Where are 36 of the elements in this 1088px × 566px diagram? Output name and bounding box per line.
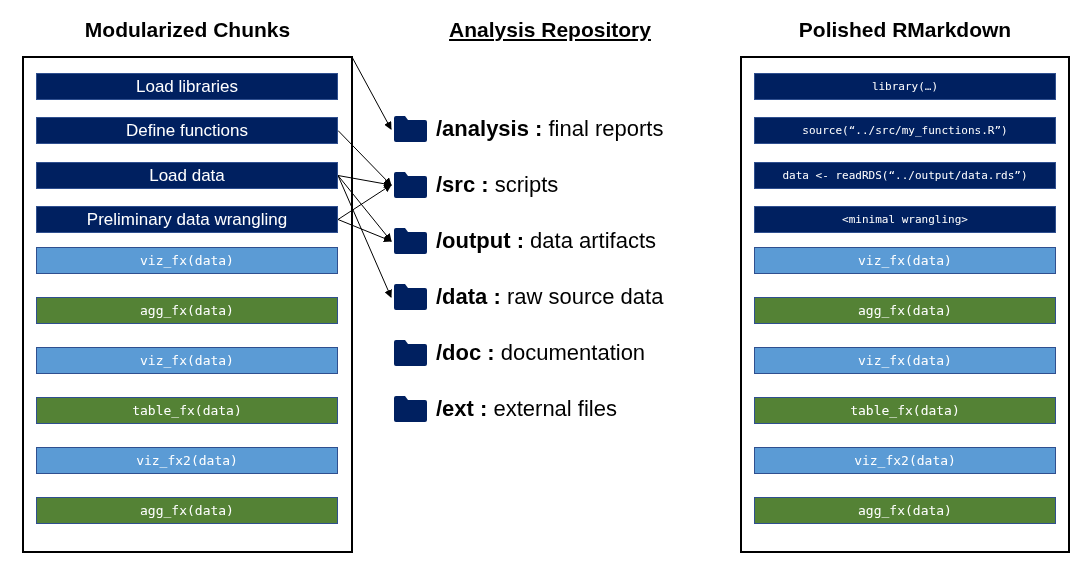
code-chunk: <minimal wrangling> [754,206,1056,233]
arrow [337,184,392,220]
arrow [337,219,392,243]
code-chunk: source(“../src/my_functions.R”) [754,117,1056,144]
code-chunk: viz_fx(data) [754,347,1056,374]
code-chunk: table_fx(data) [36,397,338,424]
arrow [337,175,392,242]
arrow [337,175,392,298]
code-chunk: agg_fx(data) [36,497,338,524]
folder-label: /doc : documentation [436,340,646,366]
code-chunk: Load data [36,162,338,189]
arrow [337,175,392,188]
code-chunk: viz_fx2(data) [36,447,338,474]
code-chunk: Load libraries [36,73,338,100]
code-chunk: viz_fx(data) [754,247,1056,274]
code-chunk: library(…) [754,73,1056,100]
folder-label: /analysis : final reports [436,116,664,142]
code-chunk: data <- readRDS(“../output/data.rds”) [754,162,1056,189]
code-chunk: viz_fx(data) [36,247,338,274]
panel-heading: Polished RMarkdown [797,18,1013,42]
code-chunk: viz_fx(data) [36,347,338,374]
arrow [351,56,392,130]
code-chunk: agg_fx(data) [36,297,338,324]
folder-label: /data : raw source data [436,284,664,310]
code-chunk: viz_fx2(data) [754,447,1056,474]
folder-label: /src : scripts [436,172,559,198]
code-chunk: agg_fx(data) [754,297,1056,324]
code-chunk: Preliminary data wrangling [36,206,338,233]
folder-label: /output : data artifacts [436,228,657,254]
section-heading: Analysis Repository [448,18,652,42]
code-chunk: Define functions [36,117,338,144]
panel-heading: Modularized Chunks [83,18,292,42]
arrow [337,130,392,186]
code-chunk: agg_fx(data) [754,497,1056,524]
folder-label: /ext : external files [436,396,617,422]
code-chunk: table_fx(data) [754,397,1056,424]
